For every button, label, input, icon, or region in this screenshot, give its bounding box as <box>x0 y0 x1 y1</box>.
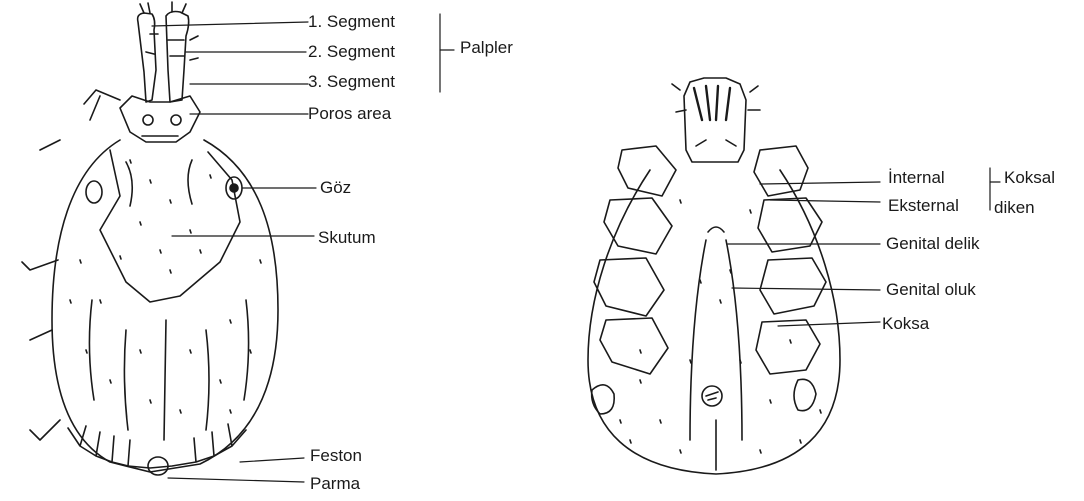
label-diken: diken <box>994 198 1035 218</box>
label-skutum: Skutum <box>318 228 376 248</box>
coxa-right-4 <box>756 320 820 374</box>
label-koksa: Koksa <box>882 314 929 334</box>
coxa-left-1 <box>618 146 676 196</box>
coxa-right-3 <box>760 258 826 314</box>
coxa-left-3 <box>594 258 664 316</box>
coxa-left-2 <box>604 198 672 254</box>
label-goz: Göz <box>320 178 351 198</box>
label-eksternal: Eksternal <box>888 196 959 216</box>
right-tick-ventral <box>588 78 840 474</box>
label-segment-1: 1. Segment <box>308 12 395 32</box>
spiracle-left <box>592 385 615 414</box>
label-genital-oluk: Genital oluk <box>886 280 976 300</box>
label-parma: Parma <box>310 474 360 494</box>
left-tick-dorsal <box>22 2 278 475</box>
left-capitulum <box>120 96 200 142</box>
anus <box>702 386 722 406</box>
label-segment-3: 3. Segment <box>308 72 395 92</box>
coxa-left-4 <box>600 318 668 374</box>
right-body-outline <box>588 170 840 474</box>
label-internal: İnternal <box>888 168 945 188</box>
label-segment-2: 2. Segment <box>308 42 395 62</box>
spiracle-right <box>794 379 816 410</box>
genital-aperture <box>708 227 724 232</box>
label-genital-delik: Genital delik <box>886 234 980 254</box>
label-palpler: Palpler <box>460 38 513 58</box>
label-feston: Feston <box>310 446 362 466</box>
leader-lines <box>152 14 1000 482</box>
label-koksal: Koksal <box>1004 168 1055 188</box>
left-festoons <box>68 424 246 468</box>
genital-groove-right <box>726 240 742 440</box>
label-poros-area: Poros area <box>308 104 391 124</box>
genital-groove-left <box>690 240 706 440</box>
left-scutum <box>100 150 240 302</box>
